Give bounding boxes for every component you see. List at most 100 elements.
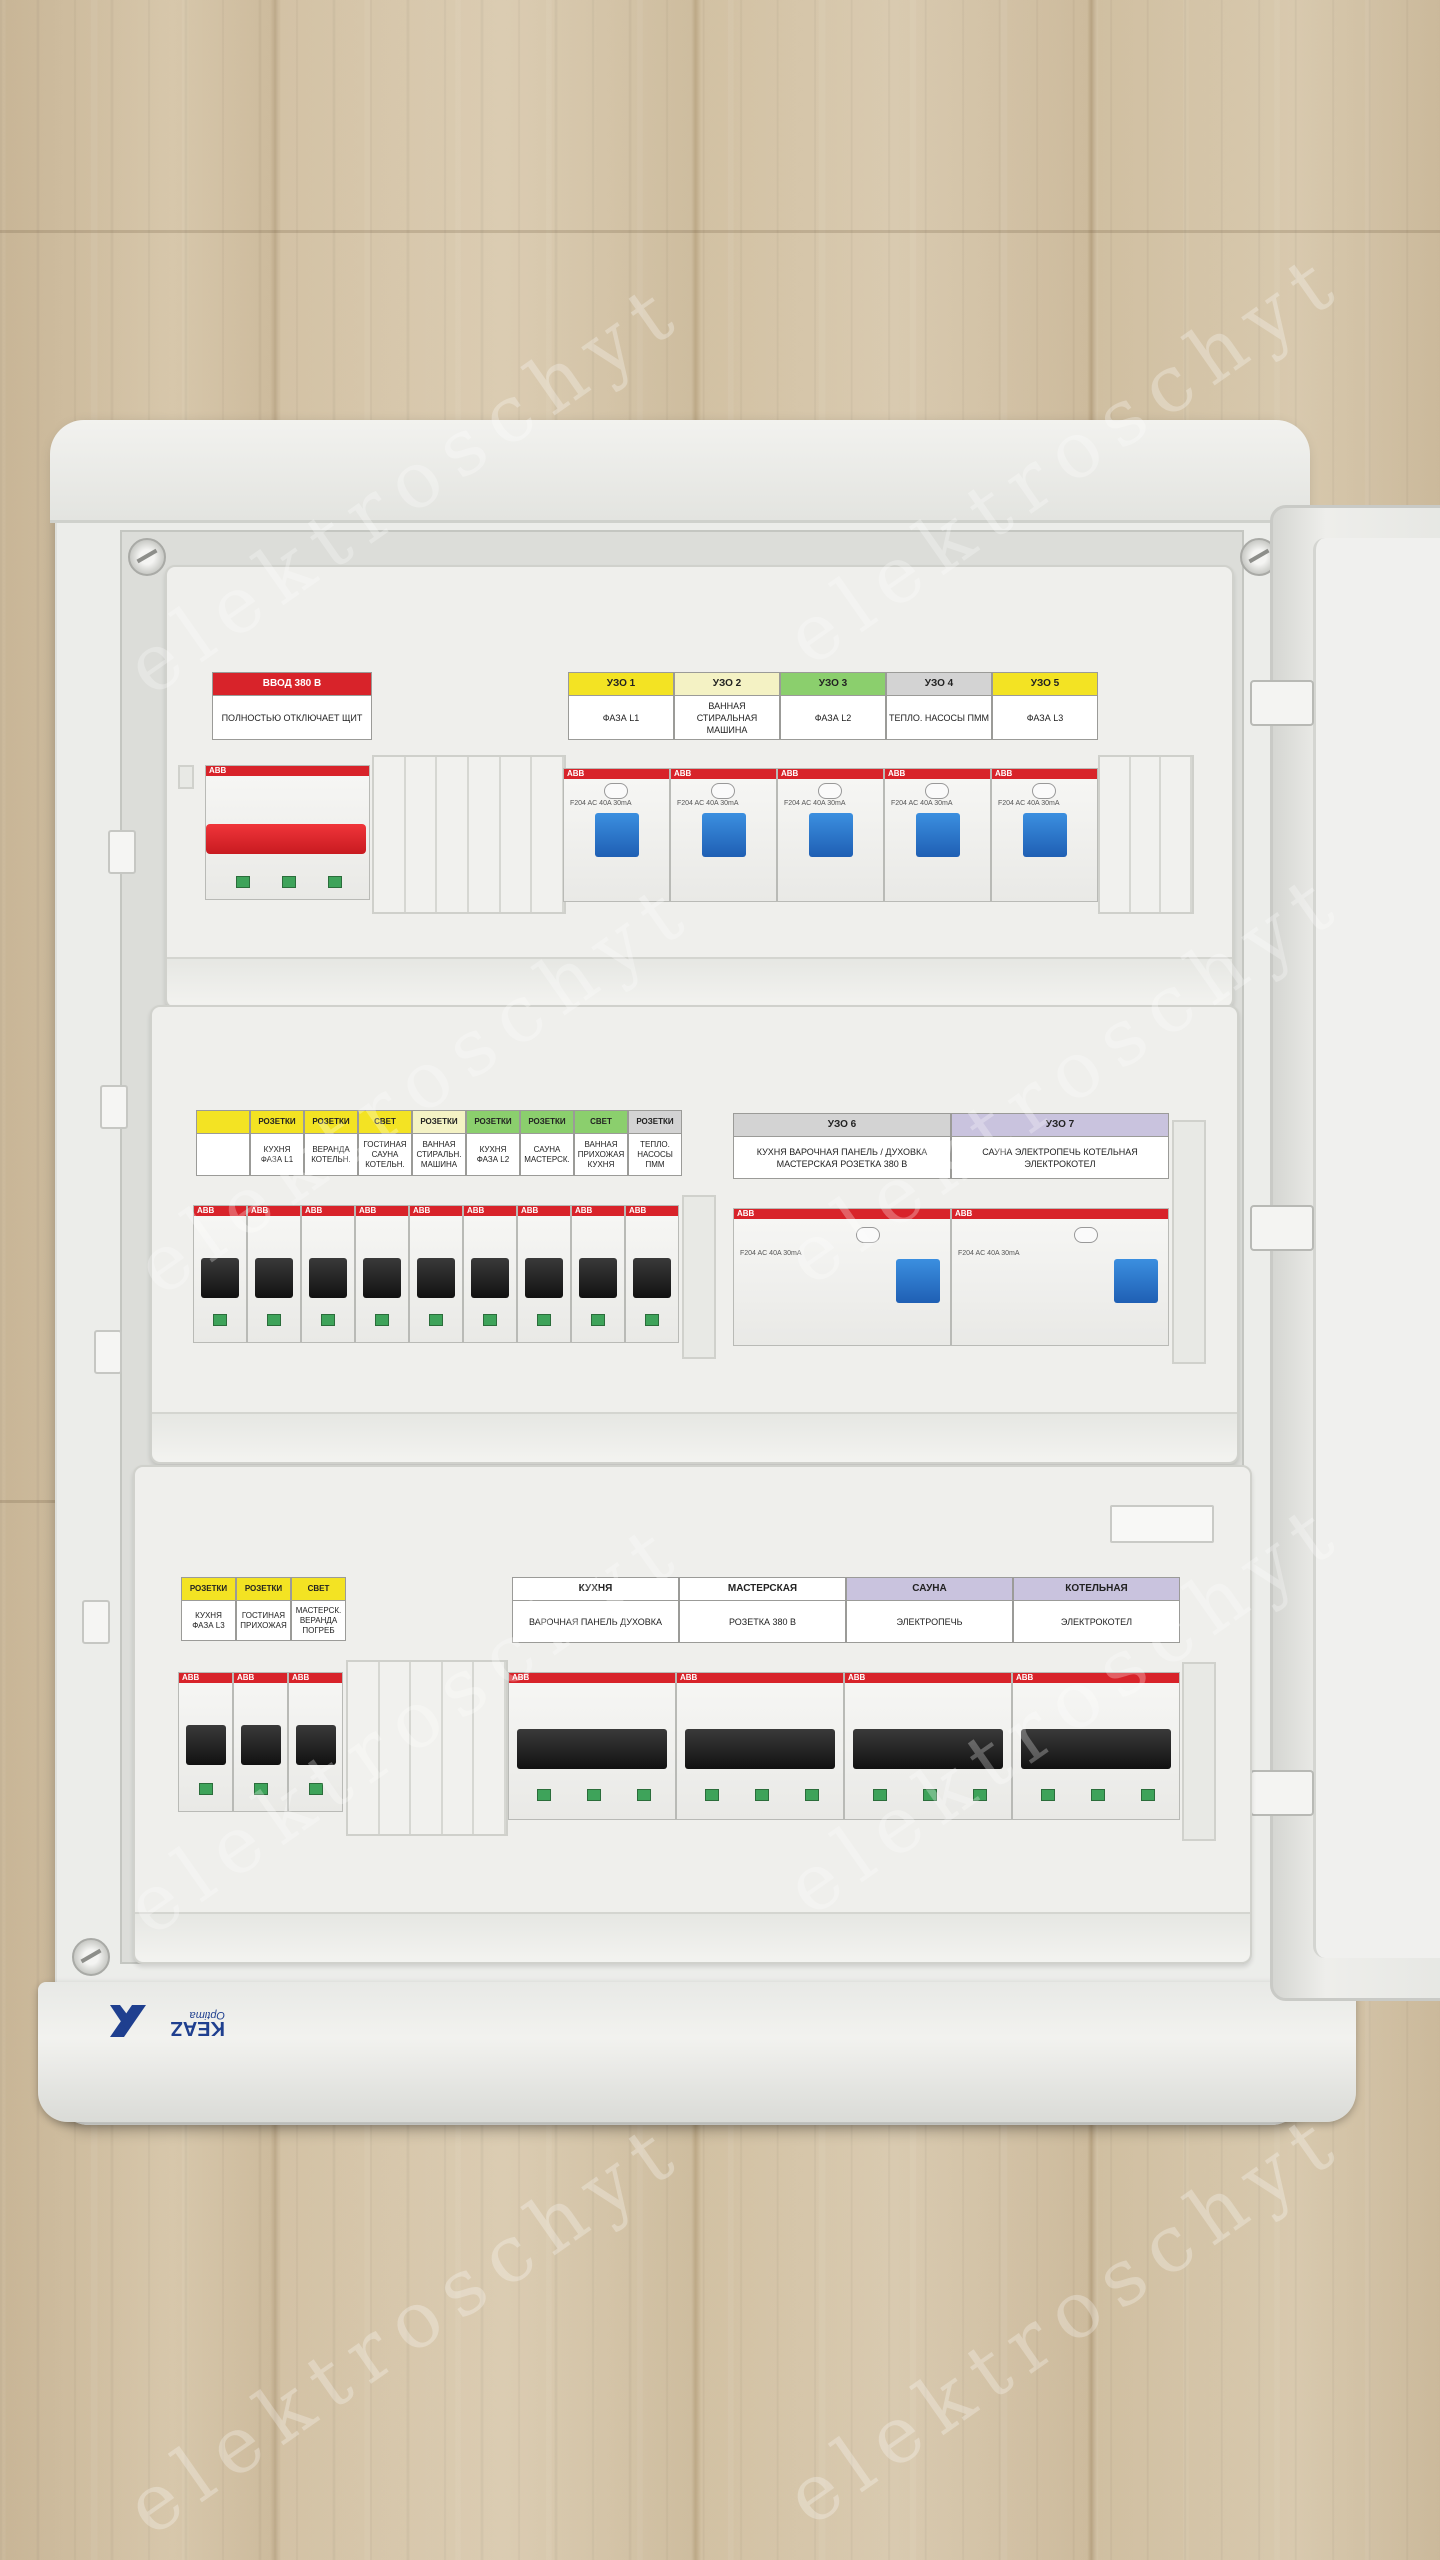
test-button[interactable] (925, 783, 949, 799)
cover-latch[interactable] (94, 1330, 122, 1374)
label-head: УЗО 1 (569, 673, 673, 696)
rcd-toggle[interactable] (594, 813, 639, 857)
breaker-toggle[interactable] (579, 1258, 617, 1298)
rcd-toggle[interactable] (701, 813, 746, 857)
brand-text: ABB (680, 1673, 698, 1682)
label-uzo2: УЗО 2 ВАННАЯ СТИРАЛЬНАЯ МАШИНА (674, 672, 780, 740)
label-body: ТЕПЛО. НАСОСЫ ПММ (637, 1139, 673, 1169)
device-top-strip: ABB (572, 1206, 624, 1216)
breaker-toggle[interactable] (471, 1258, 509, 1298)
label-body: РОЗЕТКА 380 В (728, 1616, 796, 1627)
circuit-breaker: ABB (247, 1205, 301, 1343)
main-switch-handle[interactable] (206, 824, 366, 854)
breaker-toggle[interactable] (240, 1725, 281, 1765)
breaker-toggle[interactable] (853, 1729, 1003, 1769)
brand-text: ABB (467, 1206, 485, 1215)
device-top-strip: ABB (464, 1206, 516, 1216)
test-button[interactable] (1074, 1227, 1098, 1243)
door-hinge (1250, 1205, 1314, 1251)
door-hinge (1250, 680, 1314, 726)
screw-icon (128, 538, 166, 576)
label-head: КОТЕЛЬНАЯ (1014, 1578, 1179, 1601)
device-top-strip: ABB (671, 769, 776, 779)
rcd-device: ABB F204 AC 40A 30mA (884, 768, 991, 902)
breaker-toggle[interactable] (417, 1258, 455, 1298)
device-top-strip: ABB (677, 1673, 843, 1683)
breaker-toggle[interactable] (363, 1258, 401, 1298)
din-separator (682, 1195, 716, 1359)
label-head: РОЗЕТКИ (237, 1578, 290, 1601)
test-button[interactable] (818, 783, 842, 799)
brand-text: ABB (1016, 1673, 1034, 1682)
rcd-toggle[interactable] (915, 813, 960, 857)
status-indicator (1141, 1789, 1155, 1801)
breaker-toggle[interactable] (255, 1258, 293, 1298)
status-indicator (308, 1783, 323, 1795)
rcd-toggle[interactable] (896, 1259, 940, 1303)
three-pole-breaker: ABB (844, 1672, 1012, 1820)
breaker-toggle[interactable] (309, 1258, 347, 1298)
label-body: ФАЗА L2 (814, 712, 852, 723)
label-body: САУНА МАСТЕРСК. (524, 1144, 570, 1164)
label-head (197, 1111, 249, 1134)
breaker-toggle[interactable] (685, 1729, 835, 1769)
label-body: ВАРОЧНАЯ ПАНЕЛЬ ДУХОВКА (529, 1616, 662, 1627)
device-top-strip: ABB (302, 1206, 354, 1216)
label-body: ВАННАЯ СТИРАЛЬНАЯ МАШИНА (696, 700, 758, 735)
test-button[interactable] (711, 783, 735, 799)
row2-lip (152, 1412, 1237, 1462)
status-indicator (923, 1789, 937, 1801)
row1-lip (167, 957, 1232, 1007)
breaker-toggle[interactable] (525, 1258, 563, 1298)
breaker-toggle[interactable] (633, 1258, 671, 1298)
breaker-toggle[interactable] (517, 1729, 667, 1769)
breaker-toggle[interactable] (185, 1725, 226, 1765)
brand-text: ABB (413, 1206, 431, 1215)
brand-text: ABB (737, 1209, 755, 1218)
brand-text: ABB (512, 1673, 530, 1682)
label-head: РОЗЕТКИ (413, 1111, 465, 1134)
status-indicator (328, 876, 342, 888)
breaker-toggle[interactable] (1021, 1729, 1171, 1769)
label-head: РОЗЕТКИ (251, 1111, 303, 1134)
rcd-labels-row1: УЗО 1 ФАЗА L1 УЗО 2 ВАННАЯ СТИРАЛЬНАЯ МА… (568, 672, 1098, 740)
rcd-device: ABB F204 AC 40A 30mA (991, 768, 1098, 902)
status-indicator (483, 1314, 497, 1326)
rcd-toggle[interactable] (808, 813, 853, 857)
label-3p-kitchen: КУХНЯ ВАРОЧНАЯ ПАНЕЛЬ ДУХОВКА (512, 1577, 679, 1643)
status-indicator (267, 1314, 281, 1326)
device-top-strip: ABB (410, 1206, 462, 1216)
device-spec: F204 AC 40A 30mA (784, 800, 846, 807)
breaker-toggle[interactable] (201, 1258, 239, 1298)
cover-latch[interactable] (100, 1085, 128, 1129)
brand-text: ABB (575, 1206, 593, 1215)
test-button[interactable] (856, 1227, 880, 1243)
brand-text: ABB (197, 1206, 215, 1215)
breaker-toggle[interactable] (295, 1725, 336, 1765)
label-main: ВВОД 380 В ПОЛНОСТЬЮ ОТКЛЮЧАЕТ ЩИТ (212, 672, 372, 740)
status-indicator (705, 1789, 719, 1801)
test-button[interactable] (604, 783, 628, 799)
device-spec: F204 AC 40A 30mA (677, 800, 739, 807)
test-button[interactable] (1032, 783, 1056, 799)
device-top-strip: ABB (356, 1206, 408, 1216)
open-door[interactable] (1270, 505, 1440, 2001)
rcd-toggle[interactable] (1114, 1259, 1158, 1303)
label-head: КУХНЯ (513, 1578, 678, 1601)
brand-text: ABB (292, 1673, 310, 1682)
circuit-breaker: ABB (409, 1205, 463, 1343)
label-uzo4: УЗО 4 ТЕПЛО. НАСОСЫ ПММ (886, 672, 992, 740)
circuit-breaker: ABB (193, 1205, 247, 1343)
cover-latch[interactable] (108, 830, 136, 874)
cover-latch[interactable] (82, 1600, 110, 1644)
device-spec: F204 AC 40A 30mA (891, 800, 953, 807)
enclosure-bottom-cover (38, 1982, 1356, 2122)
label-body: ВЕРАНДА КОТЕЛЬН. (311, 1144, 351, 1164)
brand-text: ABB (251, 1206, 269, 1215)
device-top-strip: ABB (952, 1209, 1168, 1219)
rcd-toggle[interactable] (1022, 813, 1067, 857)
status-indicator (637, 1789, 651, 1801)
rcd-row2: ABB F204 AC 40A 30mA ABB F204 AC 40A 30m… (733, 1208, 1169, 1346)
